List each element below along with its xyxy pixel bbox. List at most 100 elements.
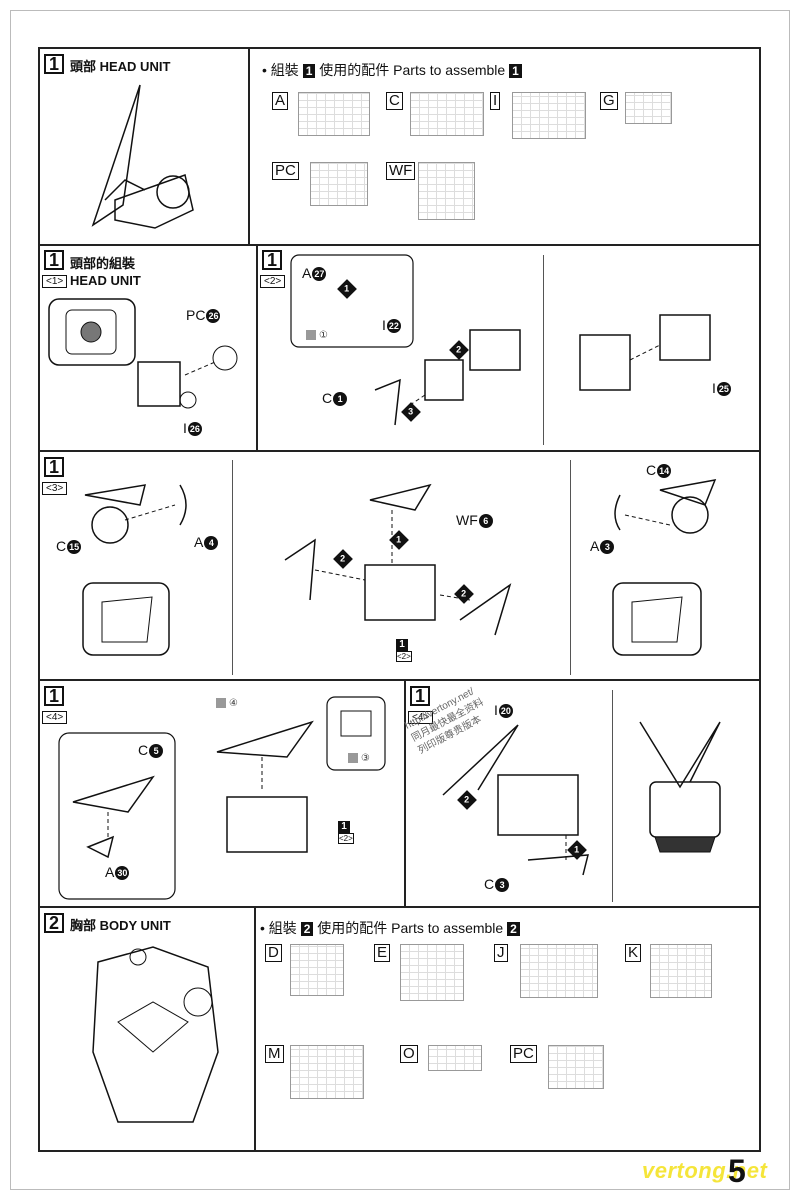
- divider-col-r1: [248, 47, 250, 244]
- head-sub-assembly: [374, 329, 521, 426]
- detail-bubble: [290, 254, 414, 348]
- head-unit-illustration: [91, 84, 194, 229]
- parts-prefix: • 組裝: [262, 62, 299, 78]
- sub-step-tag: <1>: [42, 275, 68, 288]
- runner-label-wf: WF: [386, 162, 416, 180]
- parts-list-title: • 組裝 2 使用的配件 Parts to assemble 2: [260, 918, 520, 938]
- sub-step-tag: <4>: [42, 711, 68, 724]
- section-title: 頭部 HEAD UNIT: [70, 59, 171, 74]
- runner-m: [290, 1045, 364, 1099]
- fin-assembly: [216, 720, 314, 853]
- section-subtitle: HEAD UNIT: [70, 273, 141, 288]
- crest-left-attach: [84, 484, 187, 544]
- step-number: 1: [262, 250, 282, 270]
- runner-pc: [310, 162, 368, 206]
- section-title: 胸部 BODY UNIT: [70, 918, 171, 933]
- instruction-frame: [38, 47, 761, 1152]
- section-title: 頭部的組裝: [70, 256, 136, 271]
- divider-row-4: [38, 906, 761, 908]
- parts-mid: 使用的配件 Parts to assemble: [317, 920, 504, 936]
- divider-row-3: [38, 679, 761, 681]
- step-number: 1: [44, 457, 64, 477]
- parts-step-num: 2: [300, 922, 314, 937]
- nipper-icon: [348, 753, 358, 764]
- page-number: 5: [728, 1153, 746, 1189]
- divider-sub-r4: [612, 690, 613, 902]
- head-core-illustration: [137, 345, 238, 409]
- nipper-icon: [306, 330, 316, 341]
- runner-j: [520, 944, 598, 998]
- parts-step-num-2: 1: [509, 64, 522, 79]
- detail-inset: [82, 582, 170, 656]
- runner-label-pc: PC: [272, 162, 299, 180]
- runner-label-g: G: [600, 92, 618, 110]
- head-assembly-step: [579, 314, 711, 391]
- runner-label-k: K: [625, 944, 642, 962]
- divider-col-r2: [256, 244, 258, 450]
- step-number: 1: [44, 54, 64, 74]
- runner-d: [290, 944, 344, 996]
- parts-step-num-2: 2: [507, 922, 520, 937]
- step-number: 1: [44, 250, 64, 270]
- runner-label-e: E: [374, 944, 391, 962]
- divider-col-r5: [254, 906, 256, 1152]
- body-unit-illustration: [92, 946, 219, 1123]
- divider-sub-r3b: [570, 460, 571, 675]
- step-number: 1: [44, 686, 64, 706]
- divider-row-1: [38, 244, 761, 246]
- runner-label-d: D: [265, 944, 282, 962]
- runner-label-m: M: [265, 1045, 284, 1063]
- detail-bubble: [326, 696, 386, 771]
- sub-step-tag: <3>: [42, 482, 68, 495]
- completed-head-front: [639, 721, 721, 853]
- runner-label-o: O: [400, 1045, 418, 1063]
- runner-label-pc: PC: [510, 1045, 537, 1063]
- head-crest-assembly: [284, 483, 512, 636]
- runner-o: [428, 1045, 482, 1071]
- runner-label-c: C: [386, 92, 403, 110]
- runner-pc: [548, 1045, 604, 1089]
- divider-col-r4: [404, 679, 406, 906]
- runner-label-a: A: [272, 92, 289, 110]
- parts-step-num: 1: [302, 64, 316, 79]
- step-number: 1: [410, 686, 430, 706]
- sub-step-tag: <4>: [408, 711, 434, 724]
- page-border: [10, 10, 790, 1190]
- detail-inset: [48, 298, 136, 366]
- ref-step-marker: 1<2>: [396, 639, 412, 662]
- runner-wf: [418, 162, 475, 220]
- nipper-icon: [216, 698, 226, 709]
- runner-label-j: J: [494, 944, 508, 962]
- nipper-tool: ③: [348, 753, 370, 764]
- parts-mid: 使用的配件 Parts to assemble: [319, 62, 506, 78]
- site-watermark-logo: vertong.net: [642, 1158, 768, 1183]
- runner-g: [625, 92, 672, 124]
- runner-a: [298, 92, 370, 136]
- step-number: 2: [44, 913, 64, 933]
- detail-bubble: [58, 732, 176, 900]
- divider-row-2: [38, 450, 761, 452]
- runner-i: [512, 92, 586, 139]
- head-with-antenna: [442, 724, 589, 876]
- runner-k: [650, 944, 712, 998]
- runner-label-i: I: [490, 92, 501, 110]
- divider-sub-r2: [543, 255, 544, 445]
- crest-right-attach: [614, 479, 717, 534]
- parts-prefix: • 組裝: [260, 920, 297, 936]
- nipper-tool: ①: [306, 330, 328, 341]
